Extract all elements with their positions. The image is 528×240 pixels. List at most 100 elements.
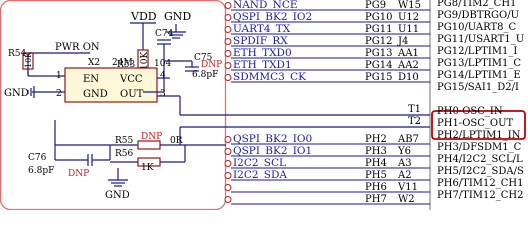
net-name: I2C2_SDA [233,169,287,181]
net-connector-icon [224,160,232,167]
net-connector-icon [224,2,232,9]
pin-function-label: PH1-OSC_OUT [437,118,514,129]
pin-function-label: PH4/I2C2_SCL/L [437,154,523,165]
r55-value: 0R [170,136,183,146]
net-pin: D10 [398,72,419,83]
net-port: PH5 [365,170,387,181]
schematic-stage: VDD GND 10K R53 C74 104 C75 DNP 6.8pF PW… [0,0,526,210]
pin-function-label: PH2/LPTIM1_IN [437,130,521,141]
net-connector-icon [224,148,232,155]
gnd-symbol-bottom [108,168,128,187]
net-port: PH7 [365,194,387,205]
net-port: PG15 [365,72,392,83]
x2-pin-en: EN [83,74,99,85]
pin-function-label: PG9/DBTRGO/U [437,10,519,21]
net-connector-icon [224,136,232,143]
gnd-symbol-top [166,24,186,39]
net-name: QSPI_BK2_IO0 [233,133,312,145]
x2-pin-4: 4 [160,71,166,81]
x2-freq: 24M [112,58,133,68]
r56-ref: R56 [115,149,134,159]
net-pin: W15 [398,0,421,11]
c75-value: 6.8pF [192,70,218,80]
net-port: PG10 [365,12,392,23]
x2-pin-gnd: GND [83,89,108,100]
net-pin: U11 [398,24,419,35]
pin-function-label: PH6/TIM12_CH1 [437,178,524,189]
c76-value: 6.8pF [28,166,54,176]
net-connector-icon [224,38,232,45]
r54-ref: R54 [8,49,27,59]
c75-dnp: DNP [201,60,222,70]
net-connector-icon [224,14,232,21]
pin-function-label: PG10/UART8_C [437,22,517,33]
net-port: PH3 [365,146,387,157]
t1-label: T1 [408,104,421,115]
oscillator-section-frame [0,0,227,210]
net-connector-icon [224,74,232,81]
x2-ref: X2 [88,58,100,68]
net-port: PH2 [365,134,387,145]
net-pin: U12 [398,12,419,23]
x2-pin-3: 3 [160,89,166,99]
net-port: PG12 [365,36,392,47]
net-pin: Y6 [397,146,411,157]
pin-function-label: PG11/USART1_U [437,34,524,45]
pin-function-label: PG14/LPTIM1_E [437,70,521,81]
c76-ref: C76 [28,153,47,163]
x2-pin-vcc: VCC [119,74,143,85]
x2-oscillator-ic [64,67,158,103]
net-port: PH4 [365,158,387,169]
c76-dnp: DNP [68,169,89,179]
pin-function-label: PH0-OSC_IN [437,106,503,117]
net-connector-icon [224,62,232,69]
net-name: ETH_TXD1 [233,59,292,71]
x2-pin-2: 2 [56,89,62,99]
net-pin: W2 [398,194,415,205]
osc-pins-highlight [431,110,526,140]
pin-function-label: PG15/SAI1_D2/I [437,82,519,93]
c74-ref: C74 [155,29,174,39]
net-pin: J4 [397,36,408,47]
net-pin: V11 [397,182,418,193]
t2-label: T2 [408,116,421,127]
net-pin: A2 [397,170,412,181]
net-name: NAND_NCE [233,0,298,11]
net-port: PG13 [365,48,392,59]
r55-ref: R55 [115,136,134,146]
pin-list-frame [429,0,431,210]
pin-function-label: PH3/DFSDM1_C [437,142,522,153]
net-connector-icon [224,184,232,191]
gnd-label-bottom: GND [105,190,130,201]
r56-value: 1K [141,163,154,173]
pin-function-label: PG13/LPTIM1_C [437,58,521,69]
net-pin: AB7 [397,134,419,145]
net-name: QSPI_BK2_IO1 [233,145,312,157]
pin-function-label: PG12/LPTIM1_I [437,46,517,57]
gnd-label-top: GND [164,10,191,23]
net-port: PH6 [365,182,387,193]
pin-function-label: PG8/TIM2_CH1 [437,0,516,9]
vdd-label: VDD [130,10,157,23]
x2-pin-1: 1 [56,71,62,81]
r55-dnp: DNP [141,132,162,142]
net-connector-icon [224,172,232,179]
net-pin: A3 [397,158,412,169]
net-name: SPDIF_RX [233,35,288,47]
net-connector-icon [224,50,232,57]
c75-ref: C75 [194,53,213,63]
net-port: PG9 [365,0,386,11]
r53-ref: R53 [117,60,136,70]
net-pin: AA2 [397,60,419,71]
r53-value: 10K [140,52,150,70]
net-pin: AA1 [397,48,419,59]
schematic-canvas: VDD GND 10K R53 C74 104 C75 DNP 6.8pF PW… [0,0,526,210]
r54-value: 10K [24,51,33,68]
c74-value: 104 [154,59,171,69]
net-name: I2C2_SCL [233,157,286,169]
r55-resistor [137,140,161,150]
net-connector-icon [224,26,232,33]
net-port: PG11 [365,24,392,35]
net-port: PG14 [365,60,392,71]
pin-function-label: PH5/I2C2_SDA/S [437,166,524,177]
